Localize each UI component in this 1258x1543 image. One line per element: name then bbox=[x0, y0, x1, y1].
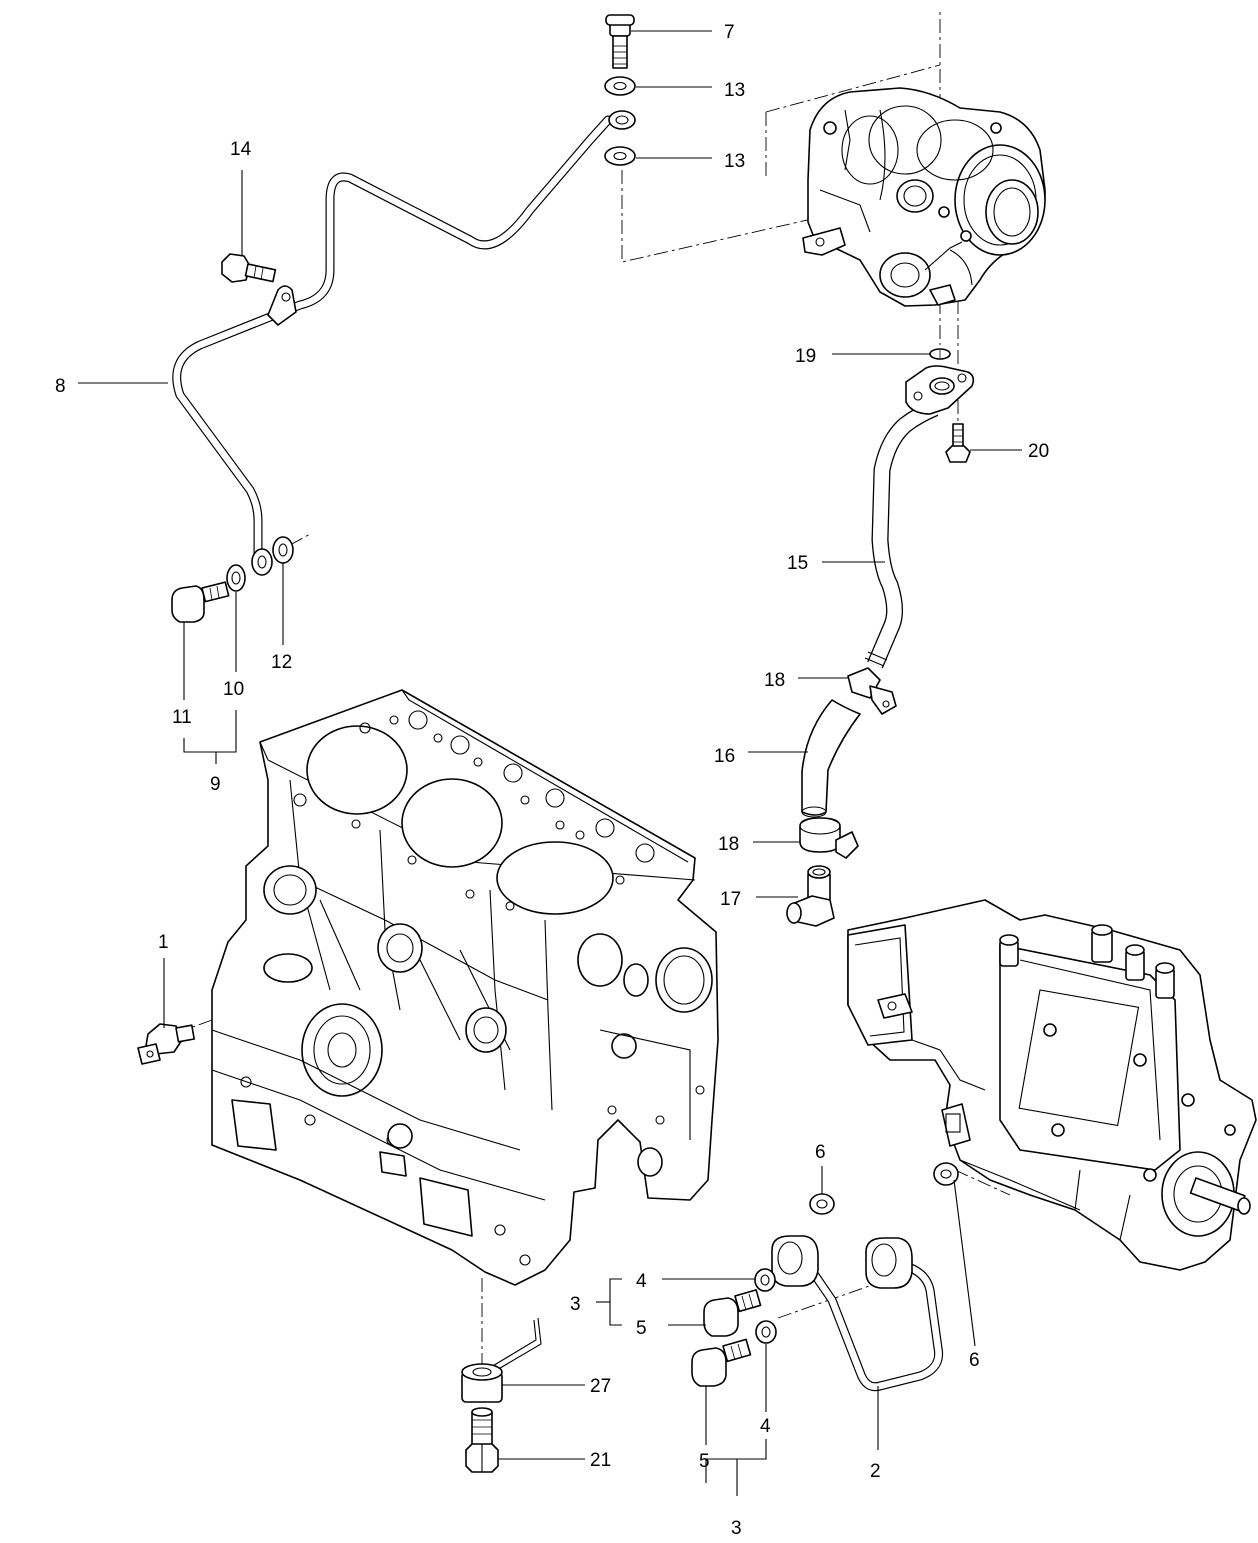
part-15-oil-return-pipe bbox=[864, 365, 975, 669]
callout-21: 21 bbox=[590, 1450, 611, 1471]
callout-6-right: 6 bbox=[969, 1350, 980, 1371]
callout-3-left: 3 bbox=[570, 1294, 581, 1315]
callout-20: 20 bbox=[1028, 441, 1049, 462]
callout-2: 2 bbox=[870, 1461, 881, 1482]
leader-lines bbox=[78, 30, 1022, 1496]
part-21-bolt bbox=[465, 1407, 499, 1473]
callout-12: 12 bbox=[271, 652, 292, 673]
part-13-upper-washers bbox=[604, 76, 636, 166]
part-5-banjo-bolts bbox=[691, 1289, 762, 1387]
callout-10: 10 bbox=[223, 679, 244, 700]
fuel-injection-pump bbox=[847, 899, 1257, 1271]
part-8-oil-feed-pipe bbox=[172, 110, 636, 576]
callout-19: 19 bbox=[795, 346, 816, 367]
callout-4-upper: 4 bbox=[636, 1271, 647, 1292]
part-4-washers bbox=[754, 1268, 777, 1344]
callout-27: 27 bbox=[590, 1376, 611, 1397]
callout-9: 9 bbox=[210, 774, 221, 795]
callout-13-upper: 13 bbox=[724, 80, 745, 101]
part-27-sleeve bbox=[461, 1317, 542, 1403]
callout-18-upper: 18 bbox=[764, 670, 785, 691]
part-17-elbow-fitting bbox=[786, 865, 835, 927]
part-20-flange-bolt bbox=[945, 423, 971, 463]
part-2-injection-pipe bbox=[771, 1235, 944, 1392]
callout-13-lower: 13 bbox=[724, 151, 745, 172]
callout-1: 1 bbox=[158, 932, 169, 953]
callout-labels: 7 13 13 14 8 19 20 15 12 10 11 9 18 16 1… bbox=[55, 22, 1049, 1539]
part-7-banjo-bolt bbox=[605, 14, 635, 69]
delivery-valve-holders bbox=[999, 924, 1175, 999]
callout-17: 17 bbox=[720, 889, 741, 910]
callout-5-lower: 5 bbox=[699, 1451, 710, 1472]
part-14-bracket-bolt bbox=[221, 253, 277, 283]
engine-block bbox=[211, 689, 719, 1286]
callout-15: 15 bbox=[787, 553, 808, 574]
callout-6-left: 6 bbox=[815, 1142, 826, 1163]
part-1-oil-pressure-switch bbox=[137, 1023, 195, 1065]
part-12-washer bbox=[272, 536, 294, 564]
callout-3-bottom: 3 bbox=[731, 1518, 742, 1539]
callout-4-lower: 4 bbox=[760, 1416, 771, 1437]
part-11-bolt bbox=[171, 581, 230, 623]
part-18-lower-clamp bbox=[799, 817, 859, 859]
callout-7: 7 bbox=[724, 22, 735, 43]
callout-16: 16 bbox=[714, 746, 735, 767]
callout-5-upper: 5 bbox=[636, 1318, 647, 1339]
callout-18-lower: 18 bbox=[718, 834, 739, 855]
part-19-gasket bbox=[929, 348, 951, 360]
callout-11: 11 bbox=[172, 707, 192, 728]
part-6-washers bbox=[809, 1162, 959, 1215]
part-16-rubber-hose bbox=[801, 699, 861, 818]
part-10-washer bbox=[226, 564, 246, 592]
callout-8: 8 bbox=[55, 376, 66, 397]
part-18-upper-clamp bbox=[847, 667, 897, 715]
turbocharger bbox=[802, 87, 1046, 307]
callout-14: 14 bbox=[230, 139, 252, 160]
